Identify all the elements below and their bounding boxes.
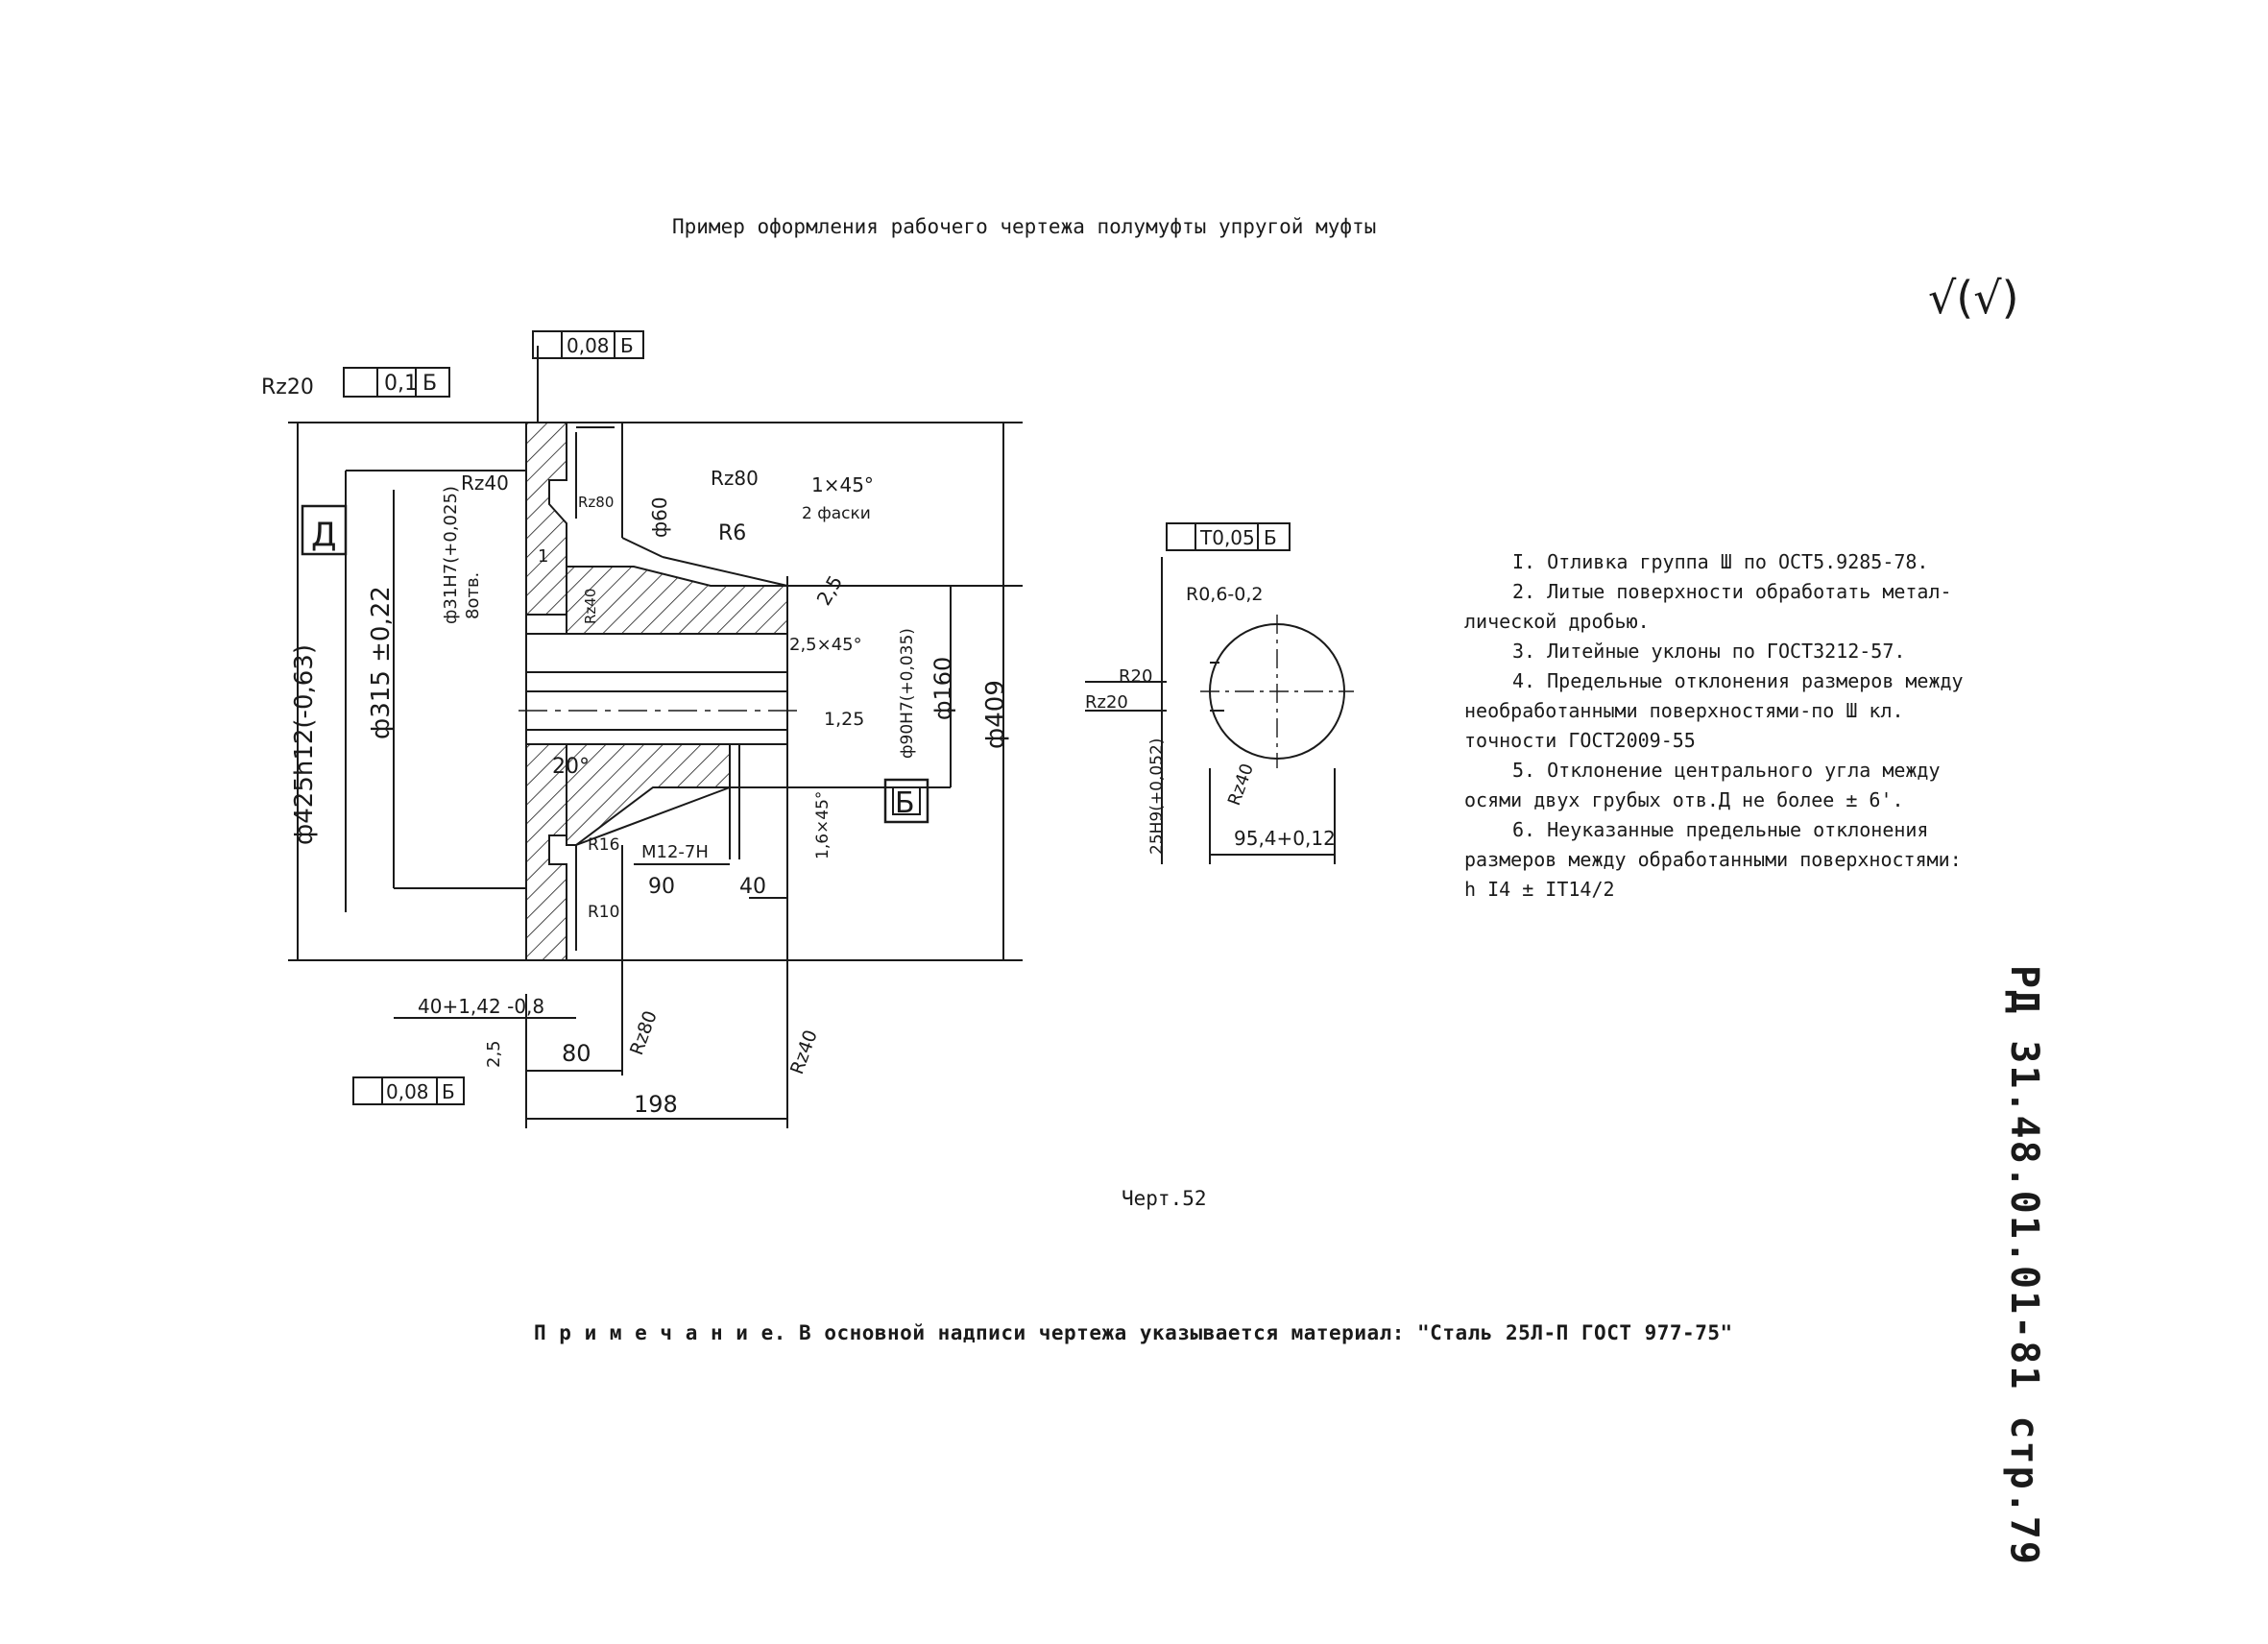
chamfer-2-faces: 2 фаски (802, 504, 871, 523)
dim-r10: R10 (588, 903, 619, 922)
dim-ang20: 20° (552, 755, 590, 779)
dim-90: 90 (648, 875, 675, 899)
document-code: РД 31.48.01.01-81 стр.79 (2002, 965, 2046, 1566)
note-2a: 2. Литые поверхности обработать метал- (1512, 580, 1952, 603)
dim-2-5-bottom: 2,5 (484, 1040, 504, 1068)
dim-kw-25h9: 25Н9(+0,052) (1147, 738, 1167, 855)
dim-80: 80 (562, 1040, 591, 1067)
dim-8-holes: 8отв. (463, 572, 483, 619)
section-hatch-upper (525, 422, 567, 616)
tol-runout-bottom-value: 0,08 (386, 1080, 429, 1103)
note-2b: лической дробью. (1464, 610, 1650, 633)
dim-kw-r20: R20 (1119, 666, 1152, 687)
dim-rz80-bottom: Rz80 (626, 1008, 662, 1058)
tol-keyway-datum: Б (1264, 526, 1277, 549)
dim-d60: ф60 (648, 496, 671, 538)
note-4a: 4. Предельные отклонения размеров между (1512, 669, 1964, 692)
note-5b: осями двух грубых отв.Д не более ± 6'. (1464, 788, 1904, 811)
val-1-25: 1,25 (824, 709, 864, 730)
chamfer-1x45: 1×45° (811, 473, 874, 496)
dim-rz40-bottom: Rz40 (786, 1028, 822, 1077)
footnote-lead: П р и м е ч а н и е. (534, 1321, 786, 1344)
dim-r06: R0,6-0,2 (1186, 584, 1264, 605)
dim-40-tol: 40+1,42 -0,8 (418, 995, 544, 1018)
tol-keyway-value: T0,05 (1199, 526, 1255, 549)
note-6b: размеров между обработанными поверхностя… (1464, 848, 1962, 871)
dim-kw-rz20: Rz20 (1085, 692, 1128, 713)
technical-notes: I. Отливка группа Ш по ОСТ5.9285-78. 2. … (1464, 547, 1964, 905)
note-6c: h I4 ± IT14/2 (1464, 878, 1615, 901)
tol-runout-bottom-datum: Б (442, 1080, 455, 1103)
dim-d160: ф160 (929, 657, 956, 720)
datum-box-label: Б (895, 786, 915, 820)
dim-kw-95-4: 95,4+0,12 (1234, 827, 1336, 850)
section-hatch-upper-hub (566, 566, 788, 635)
general-roughness-symbol: √(√) (1928, 272, 2019, 324)
figure-label: Черт.52 (1122, 1187, 1207, 1210)
dim-r16: R16 (588, 835, 619, 855)
dim-d315: ф315 ±0,22 (367, 586, 396, 739)
dim-d409: ф409 (981, 680, 1010, 749)
dim-kw-rz40: Rz40 (1224, 761, 1258, 808)
tol-runout-datum: Б (620, 334, 634, 357)
footnote: П р и м е ч а н и е. В основной надписи … (534, 1321, 1733, 1344)
dim-chamfer16: 1,6×45° (813, 791, 832, 859)
r6-label: R6 (718, 521, 746, 545)
tol-runout-value: 0,08 (567, 334, 610, 357)
rz20-top: Rz20 (261, 375, 314, 399)
tol-parallel-datum: Б (422, 372, 437, 396)
section-label-d: Д (311, 516, 337, 554)
note-1: I. Отливка группа Ш по ОСТ5.9285-78. (1512, 550, 1929, 573)
dim-198: 198 (634, 1091, 678, 1118)
note-3: 3. Литейные уклоны по ГОСТ3212-57. (1512, 640, 1906, 663)
note-4c: точности ГОСТ2009-55 (1464, 729, 1696, 752)
dim-d31: ф31Н7(+0,025) (441, 486, 461, 624)
val-2-5: 2,5 (812, 571, 848, 610)
chamfer-2-5x45: 2,5×45° (789, 635, 862, 655)
rz80-label: Rz80 (711, 467, 759, 490)
section-hatch-lower-hub (566, 743, 731, 846)
drawing-caption: Пример оформления рабочего чертежа полум… (672, 215, 1377, 238)
val-1: 1 (538, 546, 548, 567)
note-6a: 6. Неуказанные предельные отклонения (1512, 818, 1929, 841)
dim-rz80-small: Rz80 (578, 494, 614, 511)
dim-40: 40 (739, 875, 766, 899)
note-5a: 5. Отклонение центрального угла между (1512, 759, 1941, 782)
rz40-label: Rz40 (461, 471, 509, 495)
dim-d425: ф425h12(-0,63) (290, 644, 319, 845)
footnote-text: В основной надписи чертежа указывается м… (799, 1321, 1733, 1344)
dim-rz40-small: Rz40 (582, 589, 599, 624)
note-4b: необработанными поверхностями-по Ш кл. (1464, 699, 1904, 722)
dim-m12: M12-7H (641, 842, 709, 862)
dim-d90: ф90Н7(+0,035) (898, 628, 917, 759)
tol-parallel-value: 0,1 (384, 372, 418, 396)
